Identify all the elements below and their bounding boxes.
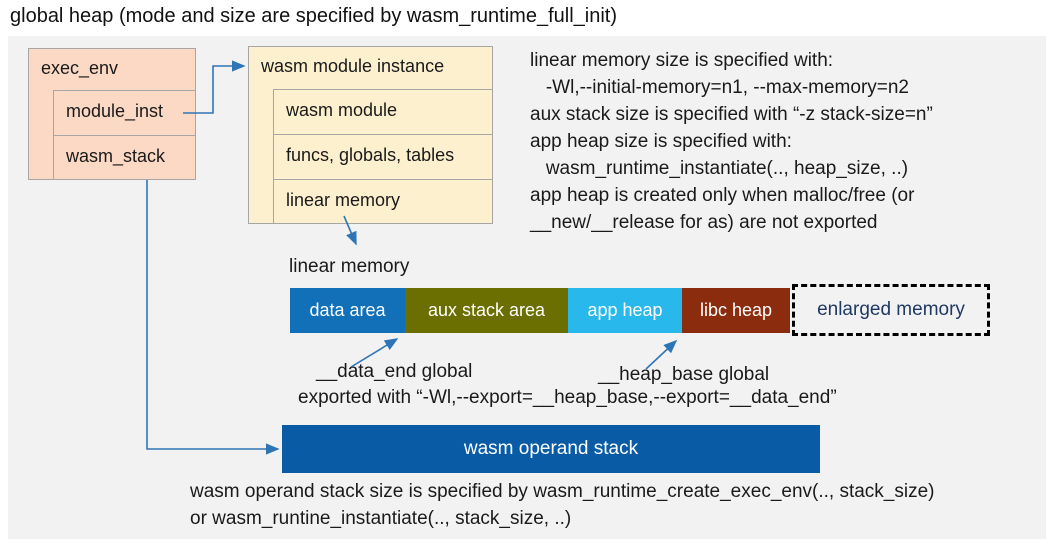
memory-segment-aux-stack-area: aux stack area (405, 288, 568, 333)
linear-memory-bar-label: linear memory (289, 256, 410, 277)
diagram-title: global heap (mode and size are specified… (10, 5, 617, 27)
memory-segment-libc-heap: libc heap (682, 288, 790, 333)
memory-segment-app-heap: app heap (568, 288, 682, 333)
linear-memory-notes: linear memory size is specified with: -W… (530, 47, 933, 236)
module-instance-box: wasm module instance wasm module funcs, … (248, 46, 493, 224)
module-instance-row-wasm-module: wasm module (273, 89, 493, 134)
module-instance-header: wasm module instance (261, 56, 445, 76)
wasm-operand-stack-bar: wasm operand stack (282, 425, 820, 473)
exec-env-box: exec_env module_inst wasm_stack (28, 48, 196, 180)
heap-base-global-label: __heap_base global (598, 364, 770, 385)
note-line: -Wl,--initial-memory=n1, --max-memory=n2 (530, 77, 909, 98)
operand-stack-notes: wasm operand stack size is specified by … (190, 478, 935, 532)
note-line: aux stack size is specified with “-z sta… (530, 104, 933, 125)
note-line: app heap size is specified with: (530, 131, 792, 152)
module-instance-rows: wasm module funcs, globals, tables linea… (273, 89, 493, 224)
data-end-global-label: __data_end global (316, 361, 473, 382)
memory-segment-enlarged-memory: enlarged memory (792, 284, 990, 336)
note-line: wasm_runtime_instantiate(.., heap_size, … (530, 158, 909, 179)
exec-env-rows: module_inst wasm_stack (53, 90, 196, 180)
note-line: linear memory size is specified with: (530, 50, 834, 71)
exec-env-row-module-inst: module_inst (53, 90, 196, 135)
note-line: wasm operand stack size is specified by … (190, 481, 935, 502)
export-flags-label: exported with “-Wl,--export=__heap_base,… (298, 387, 837, 408)
note-line: __new/__release for as) are not exported (530, 212, 878, 233)
note-line: app heap is created only when malloc/fre… (530, 185, 915, 206)
exec-env-header: exec_env (41, 58, 119, 78)
memory-segment-data-area: data area (290, 288, 405, 333)
exec-env-row-wasm-stack: wasm_stack (53, 135, 196, 180)
note-line: or wasm_runtine_instantiate(.., stack_si… (190, 508, 572, 529)
module-instance-row-funcs-globals-tables: funcs, globals, tables (273, 134, 493, 179)
module-instance-row-linear-memory: linear memory (273, 179, 493, 224)
